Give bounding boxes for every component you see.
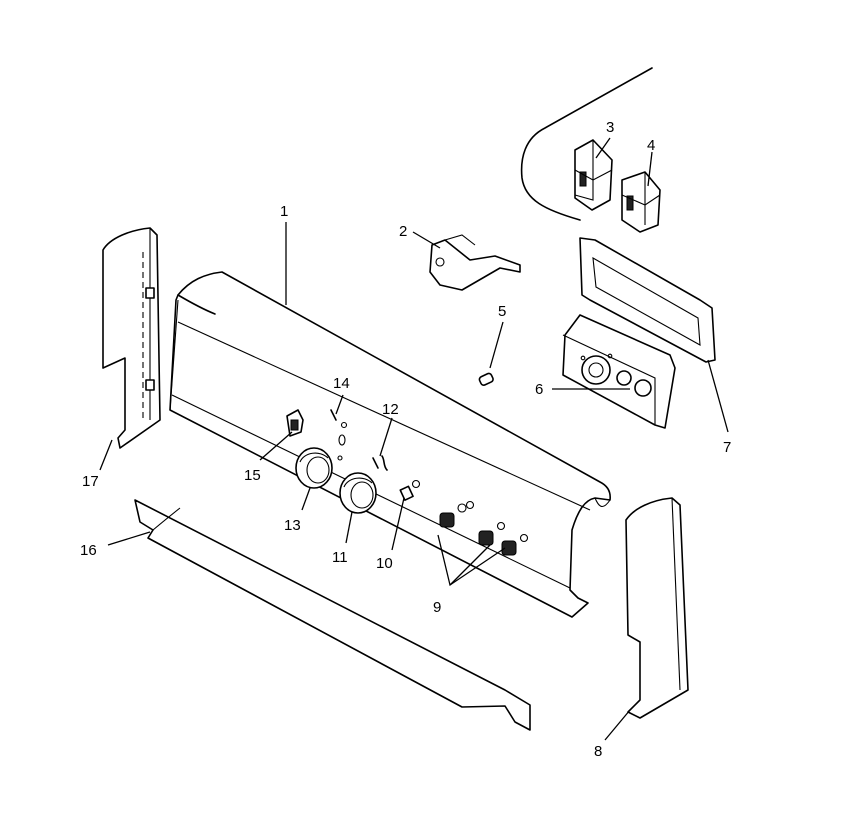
callout-labels: 1 2 3 4 5 6 7 8 9 10 11 12 13 14 15 16 1…	[80, 119, 731, 760]
fuse-5	[478, 372, 494, 386]
leader-lines	[99, 137, 729, 741]
callout-1: 1	[280, 203, 288, 220]
callout-3: 3	[606, 119, 614, 136]
callout-4: 4	[647, 137, 655, 154]
callout-17: 17	[82, 473, 99, 490]
indicator-10	[399, 479, 421, 501]
switch-group-9	[439, 500, 529, 556]
callout-16: 16	[80, 542, 97, 559]
callout-2: 2	[399, 223, 407, 240]
screw-14	[330, 409, 348, 461]
callout-9: 9	[433, 599, 441, 616]
wire-harness	[520, 67, 653, 221]
callout-15: 15	[244, 467, 261, 484]
callout-5: 5	[498, 303, 506, 320]
screw-12	[372, 455, 388, 471]
callout-8: 8	[594, 743, 602, 760]
lower-trim-16	[134, 499, 531, 731]
bracket-2	[429, 234, 521, 291]
callout-10: 10	[376, 555, 393, 572]
callout-13: 13	[284, 517, 301, 534]
callout-14: 14	[333, 375, 350, 392]
knob-11	[339, 472, 377, 514]
knob-13	[295, 447, 333, 489]
callout-11: 11	[332, 549, 348, 566]
switch-15	[286, 409, 304, 437]
frame-7	[579, 237, 716, 363]
end-cap-8	[625, 497, 689, 719]
relay-4	[621, 171, 661, 233]
callout-7: 7	[723, 439, 731, 456]
callout-6: 6	[535, 381, 543, 398]
callout-12: 12	[382, 401, 399, 418]
clock-6	[562, 314, 676, 429]
end-cap-17	[102, 227, 161, 449]
relay-3	[574, 139, 613, 211]
